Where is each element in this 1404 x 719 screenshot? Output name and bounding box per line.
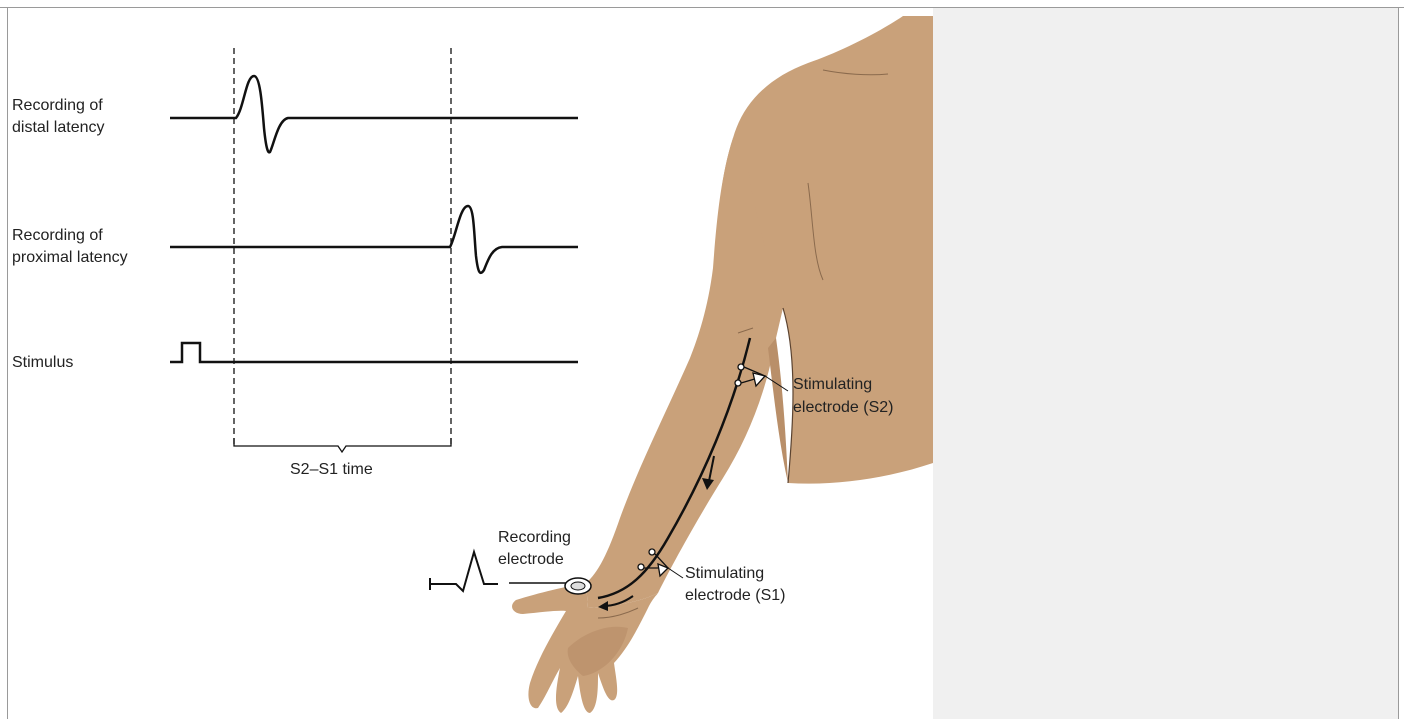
interval-bracket <box>234 438 451 452</box>
blank-side-panel <box>933 8 1398 719</box>
distal-label-line2: distal latency <box>12 119 105 136</box>
distal-label-line1: Recording of <box>12 97 103 114</box>
nerve-conduction-diagram: Recording of distal latency Recording of… <box>8 8 933 719</box>
arm-illustration <box>430 16 933 713</box>
interval-label: S2–S1 time <box>290 461 373 478</box>
proximal-latency-trace <box>170 206 578 273</box>
stimulus-label: Stimulus <box>12 354 73 371</box>
frame-border-right <box>1398 7 1399 719</box>
s2-label-line2: electrode (S2) <box>793 399 894 416</box>
proximal-label-line1: Recording of <box>12 227 103 244</box>
s1-label-line1: Stimulating <box>685 565 764 582</box>
s1-label-line2: electrode (S1) <box>685 587 786 604</box>
nerve-conduction-figure: Recording of distal latency Recording of… <box>8 8 933 719</box>
latency-traces <box>170 48 578 452</box>
recording-label-line1: Recording <box>498 529 571 546</box>
distal-latency-trace <box>170 76 578 152</box>
recorded-waveform-icon <box>430 552 498 591</box>
proximal-label-line2: proximal latency <box>12 249 128 266</box>
armpit-shadow <box>768 338 788 483</box>
s2-label-line1: Stimulating <box>793 376 872 393</box>
stimulus-trace <box>170 343 578 362</box>
recording-label-line2: electrode <box>498 551 564 568</box>
